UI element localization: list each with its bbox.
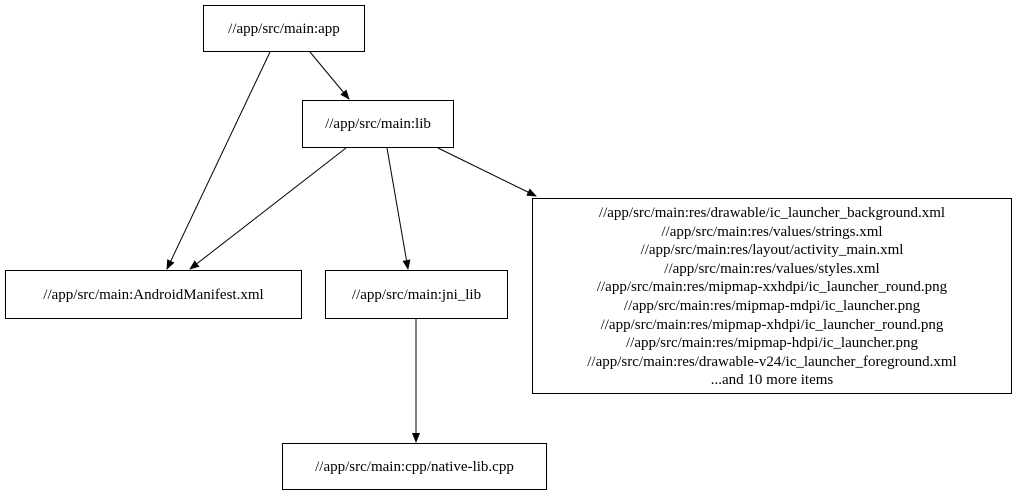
node-native-lib-cpp-label: //app/src/main:cpp/native-lib.cpp (315, 458, 514, 475)
node-jni-lib: //app/src/main:jni_lib (325, 270, 508, 319)
res-group-line: //app/src/main:res/mipmap-xhdpi/ic_launc… (600, 316, 944, 333)
edge-lib-to-res-group (437, 147, 537, 197)
res-group-line: //app/src/main:res/values/styles.xml (664, 260, 880, 277)
node-jni-lib-label: //app/src/main:jni_lib (351, 286, 482, 303)
res-group-line: //app/src/main:res/mipmap-hdpi/ic_launch… (625, 335, 918, 352)
node-res-group: //app/src/main:res/drawable/ic_launcher_… (532, 198, 1012, 394)
node-android-manifest: //app/src/main:AndroidManifest.xml (5, 270, 302, 319)
res-group-line: //app/src/main:res/mipmap-mdpi/ic_launch… (623, 297, 921, 314)
res-group-line: //app/src/main:res/drawable/ic_launcher_… (598, 205, 946, 221)
res-group-more-items: ...and 10 more items (710, 372, 834, 389)
node-lib-label: //app/src/main:lib (325, 116, 431, 132)
res-group-line: //app/src/main:res/drawable-v24/ic_launc… (587, 353, 957, 370)
edge-app-to-lib (309, 51, 350, 100)
edge-lib-to-jni-lib (386, 147, 411, 270)
res-group-line: //app/src/main:res/values/strings.xml (661, 223, 883, 240)
res-group-line: //app/src/main:res/layout/activity_main.… (640, 242, 904, 259)
node-native-lib-cpp: //app/src/main:cpp/native-lib.cpp (282, 443, 547, 490)
node-android-manifest-label: //app/src/main:AndroidManifest.xml (43, 286, 264, 303)
edge-app-to-android-manifest (166, 51, 271, 270)
node-app: //app/src/main:app (203, 5, 365, 52)
node-lib: //app/src/main:lib (302, 100, 454, 148)
edge-lib-to-android-manifest (189, 147, 347, 270)
res-group-line: //app/src/main:res/mipmap-xxhdpi/ic_laun… (596, 279, 948, 296)
node-app-label: //app/src/main:app (228, 20, 340, 37)
